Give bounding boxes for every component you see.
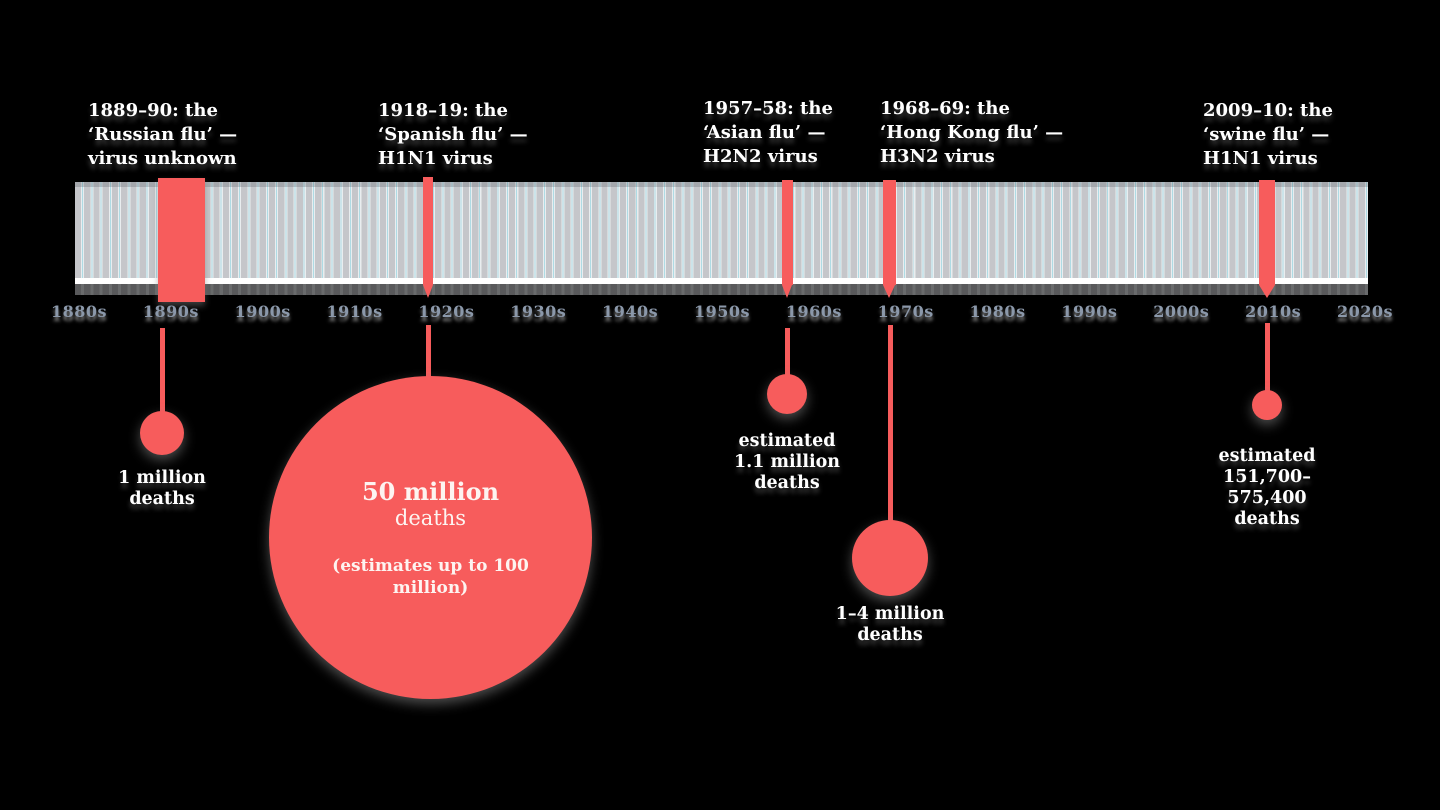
event-title-line: 1889–90: the bbox=[88, 100, 218, 121]
leader-line-russian-flu bbox=[160, 328, 165, 414]
event-title-line: ‘Asian flu’ — bbox=[703, 122, 826, 143]
timeline-barcode-faint bbox=[75, 284, 1368, 295]
decade-label-1880s: 1880s bbox=[50, 302, 108, 321]
leader-line-hong-kong-flu bbox=[888, 325, 893, 525]
deaths-label-line: 1 million bbox=[118, 468, 206, 488]
decade-label-1900s: 1900s bbox=[234, 302, 291, 321]
decade-label-1910s: 1910s bbox=[326, 302, 383, 321]
decade-label-2000s: 2000s bbox=[1153, 302, 1210, 321]
event-title-asian-flu: 1957–58: the ‘Asian flu’ — H2N2 virus bbox=[703, 97, 833, 169]
timeline-barcode bbox=[75, 182, 1368, 278]
deaths-label-hong-kong-flu: 1–4 million deaths bbox=[790, 604, 990, 646]
deaths-circle-swine-flu bbox=[1252, 390, 1282, 420]
decade-label-1930s: 1930s bbox=[510, 302, 567, 321]
event-title-line: 1918–19: the bbox=[378, 100, 508, 121]
deaths-label-line: deaths bbox=[754, 473, 820, 493]
event-title-line: 1968–69: the bbox=[880, 98, 1010, 119]
marker-swine-flu bbox=[1259, 180, 1275, 298]
decade-label-1950s: 1950s bbox=[693, 302, 750, 321]
event-title-hong-kong-flu: 1968–69: the ‘Hong Kong flu’ — H3N2 viru… bbox=[880, 97, 1063, 169]
event-title-line: H1N1 virus bbox=[378, 148, 493, 169]
event-title-line: ‘Russian flu’ — bbox=[88, 124, 238, 145]
marker-spanish-flu bbox=[423, 177, 433, 298]
deaths-label-swine-flu: estimated 151,700– 575,400 deaths bbox=[1167, 446, 1367, 530]
marker-russian-flu bbox=[158, 178, 205, 302]
deaths-circle-spanish-flu: 50 million deaths (estimates up to 100 m… bbox=[269, 376, 592, 699]
deaths-label-line: deaths bbox=[129, 489, 195, 509]
deaths-label-line: 575,400 bbox=[1227, 488, 1307, 508]
event-title-line: 1957–58: the bbox=[703, 98, 833, 119]
timeline-band bbox=[75, 182, 1368, 295]
decade-label-1920s: 1920s bbox=[418, 302, 475, 321]
decade-label-1940s: 1940s bbox=[602, 302, 659, 321]
timeline-baseline bbox=[75, 278, 1368, 284]
event-title-russian-flu: 1889–90: the ‘Russian flu’ — virus unkno… bbox=[88, 99, 237, 171]
deaths-label-line: 1–4 million bbox=[835, 604, 945, 624]
deaths-label-russian-flu: 1 million deaths bbox=[62, 468, 262, 510]
event-title-spanish-flu: 1918–19: the ‘Spanish flu’ — H1N1 virus bbox=[378, 99, 528, 171]
deaths-main: 50 million bbox=[361, 477, 500, 506]
deaths-label-line: estimated bbox=[738, 431, 836, 451]
deaths-label-asian-flu: estimated 1.1 million deaths bbox=[687, 431, 887, 494]
event-title-line: H2N2 virus bbox=[703, 146, 818, 167]
decade-label-2010s: 2010s bbox=[1245, 302, 1302, 321]
decade-label-1970s: 1970s bbox=[877, 302, 934, 321]
leader-line-spanish-flu bbox=[426, 325, 431, 380]
event-title-line: H1N1 virus bbox=[1203, 148, 1318, 169]
deaths-label-line: deaths bbox=[857, 625, 923, 645]
deaths-label-line: estimated bbox=[1218, 446, 1316, 466]
event-title-swine-flu: 2009–10: the ‘swine flu’ — H1N1 virus bbox=[1203, 99, 1333, 171]
decade-label-1990s: 1990s bbox=[1061, 302, 1118, 321]
event-title-line: 2009–10: the bbox=[1203, 100, 1333, 121]
deaths-circle-asian-flu bbox=[767, 374, 807, 414]
deaths-circle-russian-flu bbox=[140, 411, 184, 455]
marker-taper bbox=[782, 285, 792, 298]
deaths-label-line: 1.1 million bbox=[733, 452, 841, 472]
event-title-line: ‘swine flu’ — bbox=[1203, 124, 1330, 145]
decade-label-2020s: 2020s bbox=[1336, 302, 1393, 321]
decade-label-1960s: 1960s bbox=[785, 302, 842, 321]
deaths-label-line: 151,700– bbox=[1223, 467, 1311, 487]
marker-asian-flu bbox=[782, 180, 793, 298]
marker-hong-kong-flu bbox=[883, 180, 896, 298]
deaths-note: (estimates up to 100 million) bbox=[332, 556, 529, 598]
deaths-sub: deaths bbox=[394, 506, 467, 530]
deaths-circle-hong-kong-flu bbox=[852, 520, 928, 596]
event-title-line: H3N2 virus bbox=[880, 146, 995, 167]
decade-label-1980s: 1980s bbox=[969, 302, 1026, 321]
deaths-label-line: deaths bbox=[1234, 509, 1300, 529]
decade-label-1890s: 1890s bbox=[142, 302, 199, 321]
event-title-line: ‘Spanish flu’ — bbox=[378, 124, 528, 145]
event-title-line: virus unknown bbox=[88, 148, 237, 169]
marker-taper bbox=[423, 285, 433, 298]
marker-taper bbox=[883, 285, 895, 298]
leader-line-swine-flu bbox=[1265, 323, 1270, 393]
marker-taper bbox=[1259, 285, 1275, 298]
event-title-line: ‘Hong Kong flu’ — bbox=[880, 122, 1064, 143]
leader-line-asian-flu bbox=[785, 328, 790, 378]
